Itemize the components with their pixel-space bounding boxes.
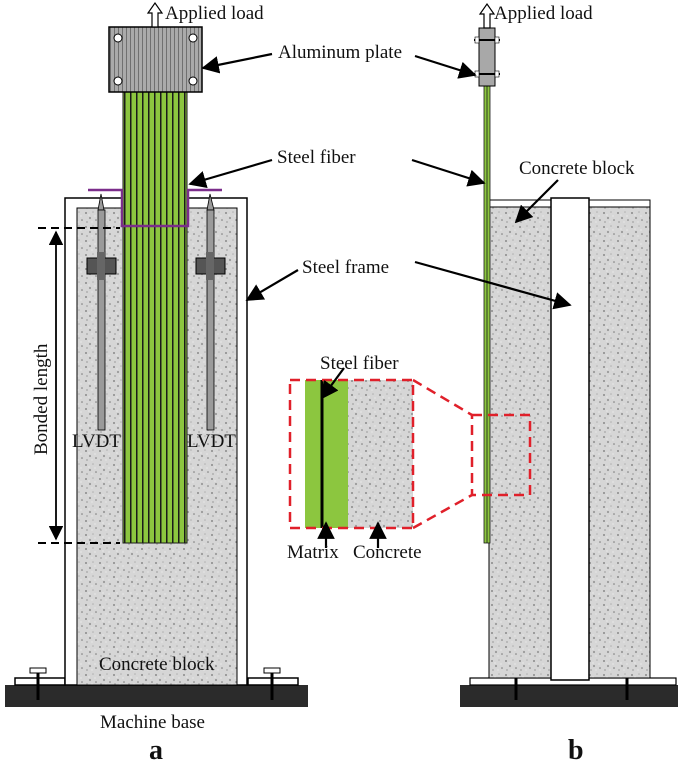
lvdt-bracket (88, 188, 222, 228)
steel-frame-label: Steel frame (302, 257, 389, 278)
detail-steel-fiber-label: Steel fiber (320, 353, 399, 374)
concrete-label: Concrete (353, 542, 422, 563)
bonded-length-dimension (38, 227, 120, 544)
detail-source-box (470, 413, 532, 497)
detail-view (288, 378, 473, 530)
machine-base-b (460, 685, 678, 707)
concrete-block-b-right (588, 206, 651, 679)
panel-label-b: b (568, 735, 584, 766)
detail-matrix (305, 380, 348, 528)
machine-base (5, 685, 308, 707)
detail-box (288, 378, 415, 530)
concrete-block-label-b: Concrete block (519, 158, 635, 179)
concrete-block-label-a: Concrete block (99, 654, 215, 675)
panel-a (5, 1, 308, 707)
lvdt-left-label: LVDT (72, 431, 121, 452)
base-bolt-right (247, 667, 299, 700)
pointer-arrows (188, 52, 572, 548)
applied-load-label-a: Applied load (165, 3, 264, 24)
lvdt-right (195, 193, 226, 431)
applied-load-label-b: Applied load (494, 3, 593, 24)
lvdt-left (86, 193, 117, 431)
applied-load-arrow-b (478, 2, 496, 29)
applied-load-arrow-a (146, 1, 164, 28)
steel-frame-b (550, 197, 590, 681)
bonded-length-label: Bonded length (31, 343, 52, 455)
steel-fiber-label: Steel fiber (277, 147, 356, 168)
aluminum-plate-label: Aluminum plate (278, 42, 402, 63)
detail-concrete (348, 380, 413, 528)
panel-b (460, 2, 678, 707)
lvdt-right-label: LVDT (187, 431, 236, 452)
machine-base-label: Machine base (100, 712, 205, 733)
aluminum-plate-a (108, 26, 203, 93)
aluminum-plate-b (474, 27, 500, 87)
steel-fiber-bundle (122, 89, 188, 544)
panel-label-a: a (149, 735, 163, 766)
concrete-block-b-left (488, 206, 552, 679)
matrix-label: Matrix (287, 542, 339, 563)
